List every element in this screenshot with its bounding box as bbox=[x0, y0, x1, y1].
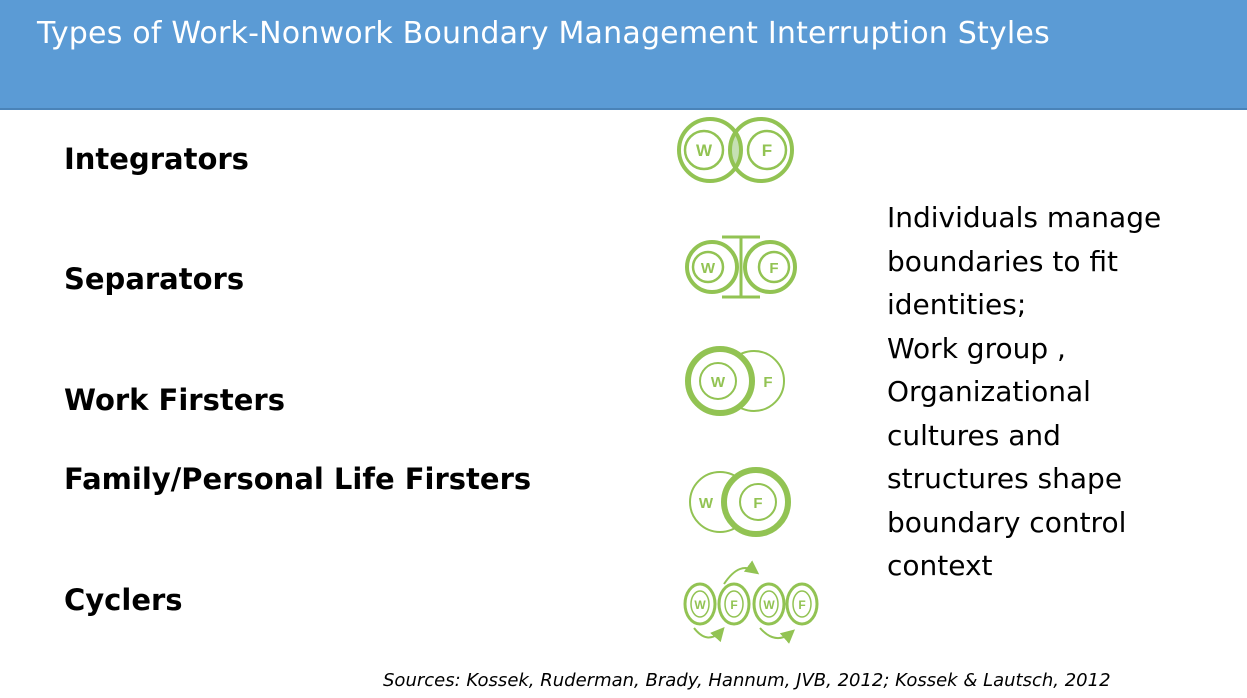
family-letter: F bbox=[730, 598, 737, 612]
description-line: cultures and bbox=[887, 418, 1061, 452]
sources-citation: Sources: Kossek, Ruderman, Brady, Hannum… bbox=[383, 670, 1111, 691]
description-line: boundaries to fit bbox=[887, 244, 1118, 278]
label-integrators: Integrators bbox=[64, 142, 249, 176]
family-letter: F bbox=[798, 598, 805, 612]
description: Individuals manage boundaries to fit ide… bbox=[887, 196, 1227, 588]
work-letter: W bbox=[696, 141, 713, 160]
family-letter: F bbox=[763, 374, 772, 391]
family-firsters-icon: W F bbox=[689, 467, 791, 537]
description-line: boundary control bbox=[887, 505, 1127, 539]
integrators-icon: W F bbox=[677, 117, 794, 183]
family-letter: F bbox=[769, 260, 778, 277]
label-cyclers: Cyclers bbox=[64, 583, 183, 617]
title-bar: Types of Work-Nonwork Boundary Managemen… bbox=[0, 0, 1247, 110]
separators-icon: W F bbox=[685, 235, 797, 299]
work-letter: W bbox=[711, 374, 726, 391]
description-line: Individuals manage bbox=[887, 201, 1162, 234]
cyclers-icon: W F W F bbox=[683, 560, 819, 644]
label-family-firsters: Family/Personal Life Firsters bbox=[64, 462, 532, 496]
label-work-firsters: Work Firsters bbox=[64, 383, 285, 417]
label-separators: Separators bbox=[64, 262, 245, 296]
slide-title: Types of Work-Nonwork Boundary Managemen… bbox=[37, 16, 1050, 51]
description-line: Work group , bbox=[887, 331, 1066, 365]
description-line: Organizational bbox=[887, 375, 1091, 408]
description-line: context bbox=[887, 549, 993, 582]
work-letter: W bbox=[699, 495, 714, 512]
work-letter: W bbox=[701, 260, 716, 277]
family-letter: F bbox=[762, 141, 772, 160]
family-letter: F bbox=[753, 495, 762, 512]
work-firsters-icon: W F bbox=[685, 346, 785, 416]
work-letter: W bbox=[763, 598, 775, 612]
work-letter: W bbox=[694, 598, 706, 612]
description-line: identities; bbox=[887, 288, 1027, 321]
description-line: structures shape bbox=[887, 462, 1123, 495]
